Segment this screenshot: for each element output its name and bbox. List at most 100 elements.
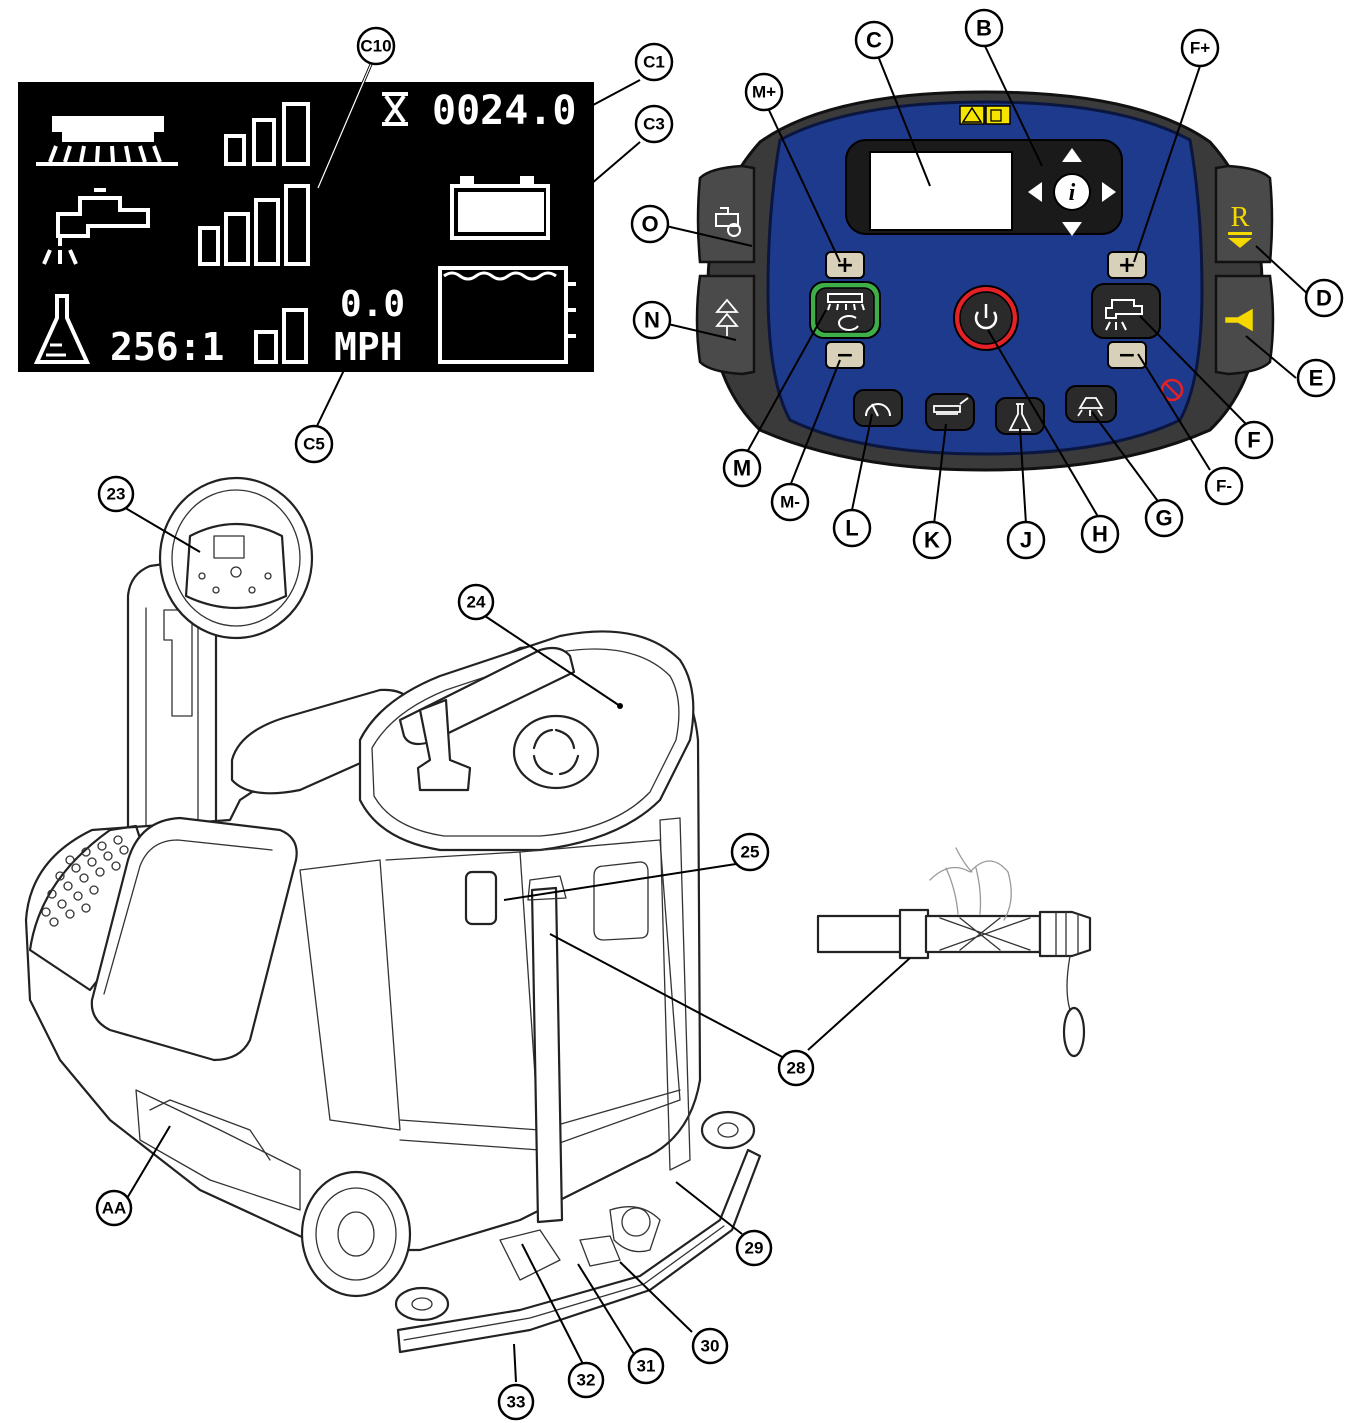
machine-leader-lines [121, 505, 911, 1383]
svg-text:C5: C5 [303, 435, 325, 454]
squeegee-wheel-left [394, 1286, 450, 1322]
operator-platform [28, 824, 162, 992]
warning-sticker [959, 105, 1011, 125]
callout-fminus: F- [1204, 466, 1244, 506]
callout-c10: C10 [356, 26, 396, 66]
svg-text:31: 31 [637, 1357, 656, 1376]
info-button[interactable] [1053, 173, 1091, 211]
squeegee-wheel-right [700, 1110, 756, 1150]
callout-g: G [1144, 498, 1184, 538]
callout-b: B [964, 8, 1004, 48]
detergent-bars-icon [254, 308, 308, 364]
svg-text:C10: C10 [360, 37, 391, 56]
svg-text:B: B [976, 16, 992, 41]
speed-unit: MPH [334, 325, 403, 369]
drain-hose-inset [816, 847, 1092, 1058]
reverse-arrow-icon [1228, 238, 1252, 248]
callout-m: M [722, 448, 762, 488]
brush-button-icon [827, 293, 865, 331]
svg-text:29: 29 [745, 1239, 764, 1258]
svg-text:AA: AA [102, 1199, 127, 1218]
callout-30: 30 [691, 1327, 729, 1365]
callout-mminus: M- [770, 482, 810, 522]
vacuum-button[interactable] [1065, 385, 1117, 423]
brand-logo [512, 714, 600, 790]
detergent-ratio: 256:1 [110, 325, 224, 369]
brush-plus-label: + [836, 253, 854, 278]
callout-28: 28 [777, 1049, 815, 1087]
side-pad-left-lower [695, 274, 756, 376]
hour-meter-value: 0024.0 [432, 88, 577, 134]
solution-button-icon [1105, 299, 1143, 331]
solution-flow-decrease-button[interactable] [1107, 341, 1147, 369]
svg-text:M: M [733, 456, 751, 481]
svg-text:F+: F+ [1190, 39, 1210, 58]
callout-k: K [912, 520, 952, 560]
brush-pressure-decrease-button[interactable] [825, 341, 865, 369]
arrow-left-icon[interactable] [1028, 182, 1042, 202]
svg-text:N: N [644, 308, 660, 333]
horn-icon[interactable] [1225, 308, 1253, 332]
lcd-leader-lines [315, 61, 641, 429]
solution-flow-bars-icon [198, 184, 310, 266]
svg-text:23: 23 [107, 485, 126, 504]
pre-sweep-icon[interactable] [715, 298, 739, 336]
solution-flow-increase-button[interactable] [1107, 251, 1147, 279]
scrub-brush-icon [933, 397, 969, 415]
svg-text:D: D [1316, 286, 1332, 311]
reverse-button[interactable]: R [1228, 202, 1252, 248]
svg-text:G: G [1155, 506, 1172, 531]
power-icon [974, 304, 998, 330]
svg-text:F-: F- [1216, 477, 1232, 496]
seat-back [90, 816, 298, 1062]
svg-text:O: O [641, 212, 658, 237]
panel-screen [869, 151, 1013, 231]
brush-deck [135, 1089, 301, 1211]
nav-pad[interactable]: i [1028, 148, 1116, 236]
callout-o: O [630, 204, 670, 244]
callout-c: C [854, 20, 894, 60]
callout-c5: C5 [294, 424, 334, 464]
callout-e: E [1296, 358, 1336, 398]
callout-h: H [1080, 514, 1120, 554]
callout-29: 29 [735, 1229, 773, 1267]
brush-pressure-increase-button[interactable] [825, 251, 865, 279]
callout-31: 31 [627, 1347, 665, 1385]
svg-text:H: H [1092, 522, 1108, 547]
arrow-up-icon[interactable] [1062, 148, 1082, 162]
speed-limit-button[interactable] [853, 389, 903, 427]
info-icon: i [1069, 180, 1076, 206]
level-indicator [464, 870, 498, 926]
solution-plus-label: + [1118, 253, 1136, 278]
svg-text:28: 28 [787, 1059, 806, 1078]
solution-minus-label: − [1118, 343, 1136, 368]
arrow-down-icon[interactable] [1062, 222, 1082, 236]
vacuum-icon [1077, 397, 1104, 417]
side-window [593, 861, 649, 941]
faucet-icon [42, 188, 150, 265]
callout-c3: C3 [634, 104, 674, 144]
svg-text:M+: M+ [752, 83, 776, 102]
svg-text:32: 32 [577, 1371, 596, 1390]
svg-text:30: 30 [701, 1337, 720, 1356]
callout-f: F [1234, 420, 1274, 460]
arrow-right-icon[interactable] [1102, 182, 1116, 202]
drain-hose-vertical [530, 886, 564, 1224]
brush-pressure-bars-icon [224, 102, 310, 166]
speed-value: 0.0 [340, 284, 405, 325]
detergent-flask-icon [33, 294, 91, 364]
callout-l: L [832, 508, 872, 548]
callout-33: 33 [497, 1383, 535, 1421]
control-panel: i R + − [695, 90, 1275, 472]
callout-fplus: F+ [1180, 28, 1220, 68]
svg-text:M-: M- [780, 493, 800, 512]
hose-sleeve [924, 914, 1042, 954]
hose-cap-plug [1062, 1006, 1086, 1058]
callout-n: N [632, 300, 672, 340]
tractor-icon[interactable] [715, 207, 741, 237]
squeegee-assembly [396, 1148, 762, 1354]
lcd-display: 256:1 0024.0 0.0 MPH [18, 82, 594, 372]
hose-cap [1038, 910, 1092, 958]
svg-text:25: 25 [741, 843, 760, 862]
callout-24: 24 [457, 583, 495, 621]
